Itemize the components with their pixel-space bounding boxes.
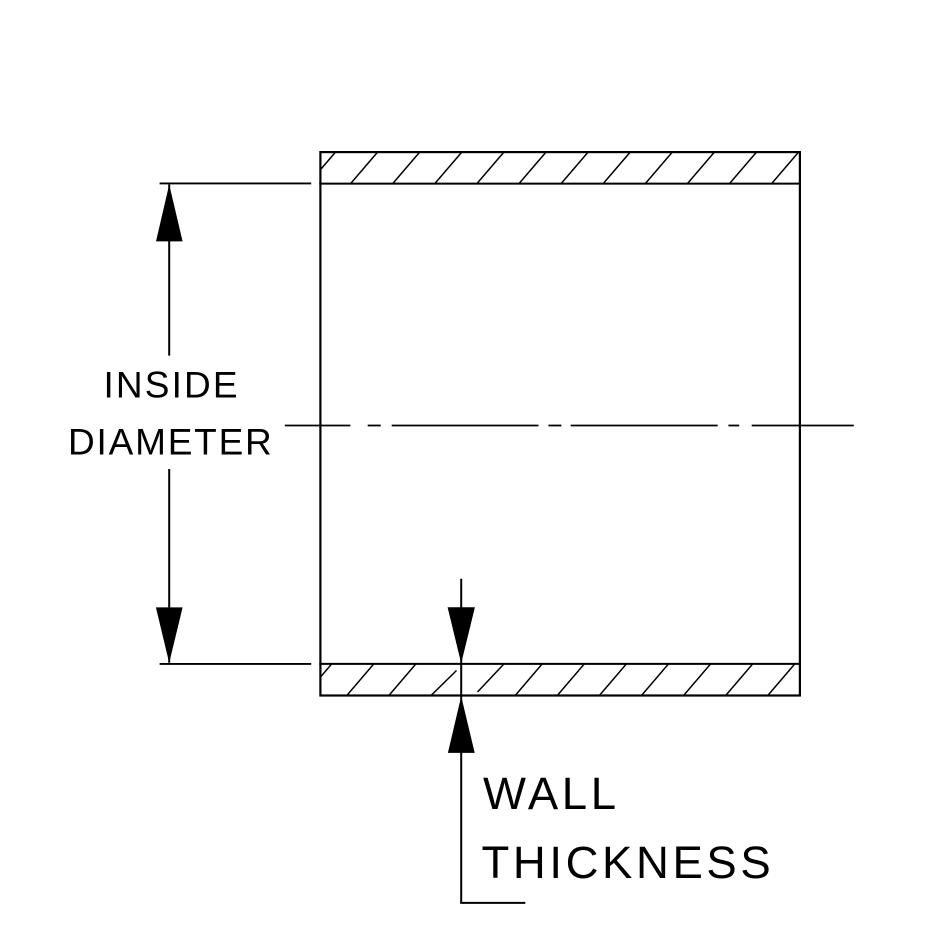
svg-text:INSIDE: INSIDE xyxy=(104,365,240,406)
svg-text:THICKNESS: THICKNESS xyxy=(482,837,775,888)
svg-text:DIAMETER: DIAMETER xyxy=(68,421,274,462)
svg-text:WALL: WALL xyxy=(483,768,620,819)
